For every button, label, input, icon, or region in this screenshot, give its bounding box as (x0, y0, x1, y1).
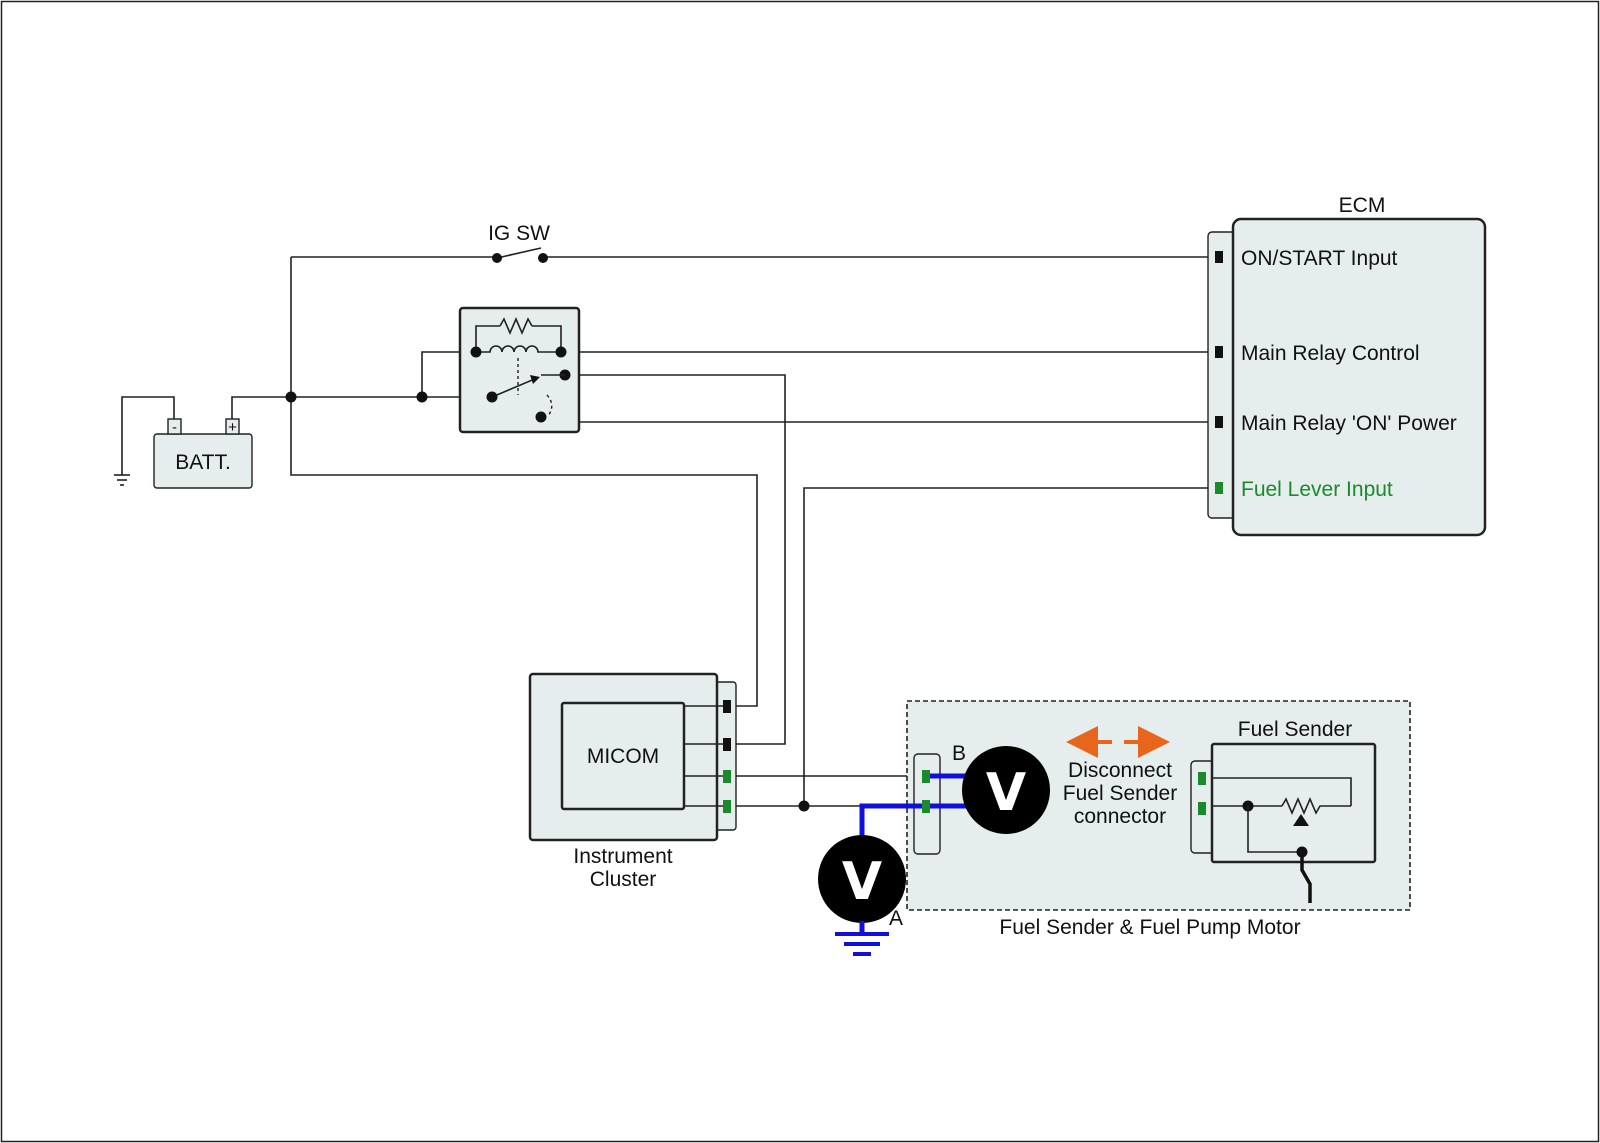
point-a-label: A (889, 907, 903, 930)
voltmeter-icon: V (818, 803, 922, 956)
disconnect-note: Disconnect (1068, 759, 1172, 782)
sender-pin (1198, 772, 1206, 785)
ecm-pin-on-start (1215, 251, 1223, 263)
fuel-sender-label: Fuel Sender (1238, 718, 1352, 741)
relay-icon (458, 306, 581, 434)
junction-dots (285, 391, 810, 812)
instrument-cluster-label: Cluster (590, 868, 657, 891)
instrument-cluster: MICOM Instrument Cluster (528, 672, 737, 891)
ecm-pin-fuel-lever-input (1215, 482, 1223, 494)
instrument-cluster-label: Instrument (573, 845, 672, 868)
fuel-sender-pump-label: Fuel Sender & Fuel Pump Motor (999, 916, 1300, 939)
micom-label: MICOM (587, 745, 659, 768)
ground-icon (114, 396, 175, 486)
ecm-pin-label: ON/START Input (1241, 247, 1398, 270)
cluster-pin (723, 770, 731, 783)
ecm-pin-main-relay-on-power (1215, 416, 1223, 428)
svg-text:V: V (986, 763, 1026, 823)
cluster-pin (723, 800, 731, 813)
battery: - + BATT. (153, 418, 253, 489)
resistor-icon (499, 316, 533, 336)
switch-icon (492, 253, 548, 263)
ecm-pin-label: Fuel Lever Input (1241, 478, 1393, 501)
cluster-pin (723, 700, 731, 713)
sender-harness-pin (922, 770, 930, 783)
battery-label: BATT. (175, 451, 231, 474)
ecm-pin-main-relay-control (1215, 346, 1223, 358)
svg-text:V: V (842, 852, 882, 912)
ecm-module: ECM ON/START Input Main Relay Control Ma… (1207, 194, 1487, 537)
ecm-pin-label: Main Relay Control (1241, 342, 1420, 365)
sender-harness-pin (922, 800, 930, 813)
point-b-label: B (952, 742, 966, 765)
battery-minus-label: - (172, 419, 177, 436)
voltmeter-icon: V (930, 746, 1050, 834)
disconnect-note: connector (1074, 805, 1166, 828)
ecm-label: ECM (1339, 194, 1386, 217)
resistor-icon (1281, 796, 1351, 816)
ecm-pin-label: Main Relay 'ON' Power (1241, 412, 1457, 435)
disconnect-note: Fuel Sender (1063, 782, 1177, 805)
battery-plus-label: + (228, 419, 237, 436)
cluster-pin (723, 738, 731, 751)
ig-sw-label: IG SW (488, 222, 550, 245)
sender-pin (1198, 802, 1206, 815)
